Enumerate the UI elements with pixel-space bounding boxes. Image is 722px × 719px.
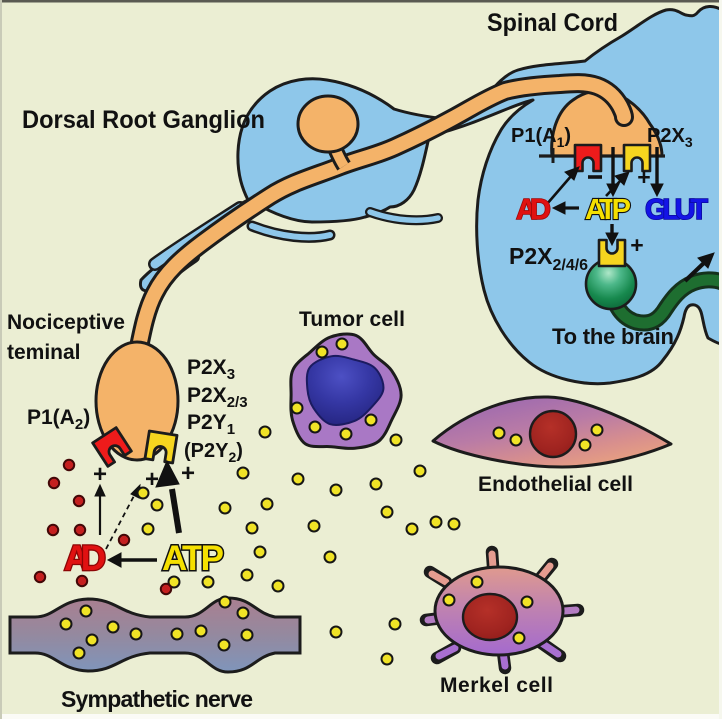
svg-text:Dorsal Root Ganglion: Dorsal Root Ganglion	[22, 106, 265, 134]
svg-text:Tumor cell: Tumor cell	[299, 308, 405, 331]
svg-text:P2X3: P2X3	[187, 356, 235, 383]
svg-text:To the brain: To the brain	[552, 324, 674, 349]
svg-text:+: +	[145, 466, 159, 493]
svg-text:+: +	[181, 460, 195, 487]
svg-text:ATP: ATP	[585, 194, 631, 226]
svg-text:ATP: ATP	[162, 539, 224, 578]
svg-text:Endothelial cell: Endothelial cell	[478, 473, 633, 496]
svg-text:teminal: teminal	[7, 341, 81, 364]
svg-text:Merkel cell: Merkel cell	[440, 674, 553, 697]
svg-text:+: +	[93, 461, 107, 488]
svg-text:+: +	[637, 164, 650, 190]
svg-text:Sympathetic nerve: Sympathetic nerve	[61, 686, 253, 712]
svg-text:P2Y1: P2Y1	[187, 411, 235, 438]
svg-text:+: +	[630, 232, 643, 258]
svg-text:Spinal Cord: Spinal Cord	[487, 9, 618, 37]
svg-text:Nociceptive: Nociceptive	[7, 311, 125, 334]
svg-text:GLUT: GLUT	[645, 194, 708, 226]
svg-text:P2X2/3: P2X2/3	[187, 384, 248, 411]
svg-text:AD: AD	[64, 539, 106, 578]
svg-text:AD: AD	[516, 194, 551, 226]
svg-text:P1(A2): P1(A2)	[27, 406, 90, 433]
svg-text:(P2Y2): (P2Y2)	[184, 440, 243, 465]
